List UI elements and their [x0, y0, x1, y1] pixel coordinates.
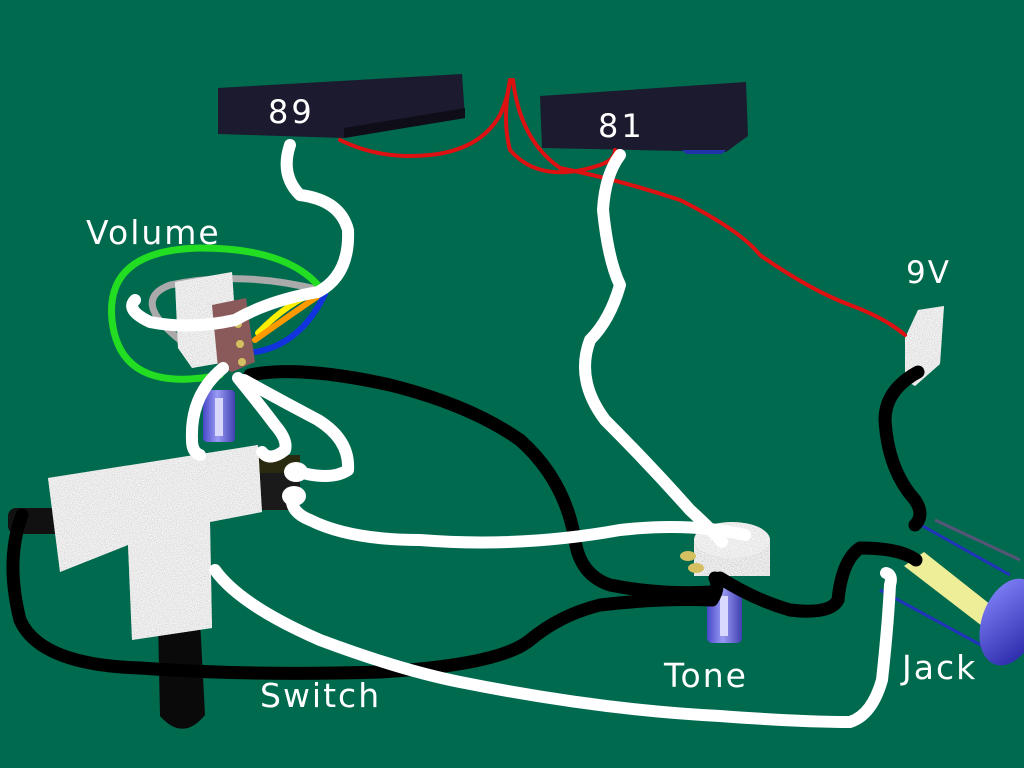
switch-lugs [282, 462, 308, 506]
switch-body [48, 445, 262, 640]
switch-label: Switch [260, 676, 382, 715]
bridge-pickup-label: 81 [598, 107, 645, 145]
tone-label: Tone [664, 656, 748, 695]
volume-shaft [203, 390, 235, 442]
jack-label: Jack [902, 648, 978, 687]
neck-pickup [218, 74, 465, 138]
bridge-pickup [540, 82, 748, 154]
white-wires [126, 139, 897, 728]
battery-label: 9V [906, 255, 951, 291]
battery [905, 306, 944, 386]
volume-label: Volume [86, 213, 221, 252]
output-jack [879, 518, 1024, 666]
neck-pickup-label: 89 [268, 93, 315, 131]
